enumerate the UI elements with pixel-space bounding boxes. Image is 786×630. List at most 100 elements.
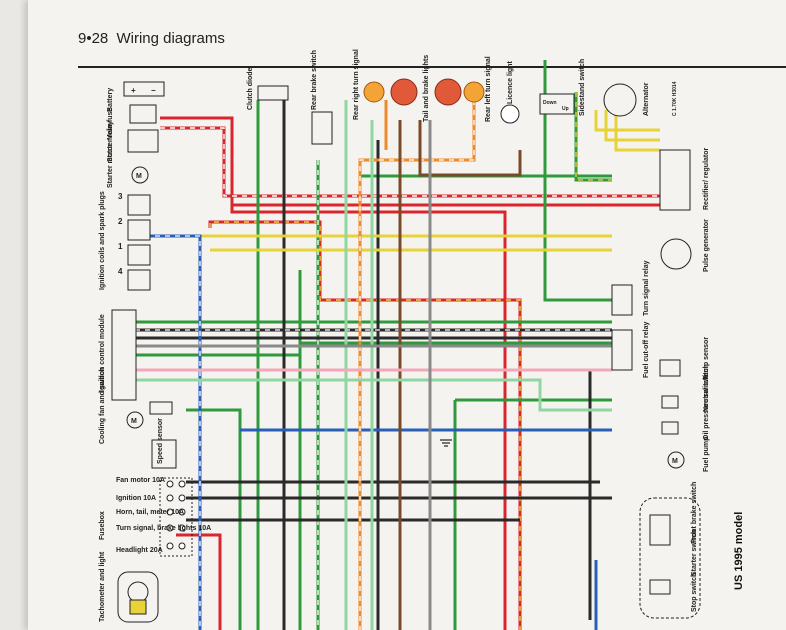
wire-lightgreen-2	[135, 378, 612, 412]
wire-blue-1s	[135, 235, 201, 630]
tacho-symbol	[117, 571, 159, 623]
fuse-label: Turn signal, brake lights 10A	[116, 525, 211, 532]
rectifier-box	[659, 149, 691, 211]
neutral-switch-symbol	[661, 395, 679, 409]
label-oil-switch: Oil pressure switch	[703, 375, 710, 440]
bulb-rear-left	[463, 81, 485, 103]
wire-green-9	[543, 60, 612, 302]
fuse-label: Ignition 10A	[116, 495, 156, 502]
alternator-symbol	[603, 83, 637, 117]
model-label: US 1995 model	[733, 512, 745, 590]
fuel-pump-symbol: M	[667, 451, 685, 469]
sidestand-up: Up	[562, 106, 569, 112]
turn-signal-relay-box	[611, 284, 633, 316]
pulse-generator-symbol	[660, 238, 692, 270]
bulb-rear-right	[363, 81, 385, 103]
label-cooling-fan: Cooling fan and switch	[99, 367, 106, 444]
wire-green-4	[186, 408, 242, 630]
fuse-label: Headlight 20A	[116, 547, 163, 554]
wire-red-main	[160, 116, 660, 207]
page-title: Wiring diagrams	[116, 30, 225, 47]
page-header: 9•28 Wiring diagrams	[78, 30, 225, 47]
header-rule	[78, 66, 786, 68]
bulb-licence	[500, 104, 520, 124]
icm-box	[111, 309, 137, 401]
label-main-fuse: Main fuse	[107, 108, 114, 140]
fuse-labels: Fan motor 10A Ignition 10A Horn, tail, m…	[116, 477, 211, 554]
battery-symbol: + −	[123, 81, 165, 97]
ignition-coils: 3 2 1 4	[118, 192, 151, 291]
svg-text:−: −	[151, 86, 156, 95]
label-icm: Ignition control module	[99, 314, 106, 392]
labels-right: Rectifier/ regulator Pulse generator Tur…	[643, 147, 745, 612]
label-pulse-gen: Pulse generator	[703, 219, 710, 272]
label-fuel-cutoff: Fuel cut-off relay	[643, 321, 650, 378]
label-turn-relay: Turn signal relay	[643, 260, 650, 316]
label-alternator: Alternator	[643, 82, 650, 116]
label-clutch-diode: Clutch diode	[247, 68, 254, 110]
wire-red-fuse	[176, 533, 222, 630]
wire-yellow-alt2	[604, 110, 660, 142]
svg-text:M: M	[136, 173, 142, 180]
bulb-tail-1	[390, 78, 418, 106]
coil-number: 1	[118, 242, 123, 251]
fuse-label: Horn, tail, meter 10A	[116, 509, 184, 516]
wire-brown	[418, 120, 522, 177]
wire-redwhite-1s	[160, 127, 660, 197]
bulb-tail-2	[434, 78, 462, 106]
label-speed-sensor: Speed sensor	[157, 418, 164, 464]
coil-number: 2	[118, 217, 123, 226]
label-rectifier: Rectifier/ regulator	[703, 147, 710, 210]
label-rear-brake-switch: Rear brake switch	[311, 50, 318, 110]
fuel-cutoff-relay-box	[611, 329, 633, 371]
cooling-fan-symbol: M	[126, 401, 173, 429]
page-number: 9•28	[78, 30, 109, 47]
wire-blue-1	[135, 234, 202, 630]
sidestand-switch-symbol: Down Up	[539, 93, 575, 115]
svg-text:M: M	[672, 458, 678, 465]
main-fuse-symbol	[129, 104, 157, 124]
temp-sensor-box	[659, 359, 681, 377]
label-temp-sensor: Temp sensor	[703, 337, 710, 380]
label-starter-switch: Starter switch	[691, 530, 698, 576]
fig-code: C 1.70K H3014	[672, 81, 678, 116]
starter-motor-symbol: M	[131, 166, 149, 184]
label-battery: Battery	[107, 88, 114, 112]
starter-relay-symbol	[127, 129, 159, 153]
sidestand-down: Down	[543, 100, 557, 106]
wire-orange-1s	[359, 100, 475, 630]
fuse-label: Fan motor 10A	[116, 477, 165, 484]
labels-left: Battery Main fuse Starter relay Starter …	[99, 88, 164, 622]
svg-text:+: +	[131, 86, 136, 95]
wire-redwhite-1	[160, 126, 660, 198]
wire-yellow-alt3	[614, 110, 660, 152]
fusebox-symbol	[159, 477, 193, 557]
label-tacho: Tachometer and light	[99, 551, 106, 622]
label-licence: Licence light	[507, 61, 514, 104]
clutch-diode-symbol	[257, 85, 289, 101]
label-ignition-coils: Ignition coils and spark plugs	[99, 191, 106, 290]
label-neutral-switch: Neutral switch	[703, 364, 710, 412]
ground-symbol	[440, 439, 452, 447]
wire-greenyellow-s	[575, 92, 612, 181]
speed-sensor-box	[151, 439, 177, 469]
wire-red-bus	[230, 205, 507, 630]
coil-number: 4	[118, 267, 123, 276]
svg-text:M: M	[131, 418, 137, 425]
rear-brake-switch-symbol	[311, 111, 333, 145]
label-tail-brake: Tail and brake lights	[423, 55, 430, 122]
label-fuel-pump: Fuel pump	[703, 437, 710, 472]
label-front-brake: Front brake switch	[691, 482, 698, 544]
handlebar-switch-box	[639, 497, 701, 619]
label-starter-relay: Starter relay	[107, 121, 114, 162]
label-rear-left-turn: Rear left turn signal	[485, 56, 492, 122]
coil-number: 3	[118, 192, 123, 201]
wire-redyellow-s	[209, 221, 521, 630]
label-rear-right-turn: Rear right turn signal	[353, 49, 360, 120]
label-stop-switch: Stop switch	[691, 573, 698, 612]
label-starter-motor: Starter motor	[107, 143, 114, 188]
wires	[120, 60, 660, 630]
label-sidestand: Sidestand switch	[579, 59, 586, 116]
wire-yellow-alt	[594, 110, 660, 132]
